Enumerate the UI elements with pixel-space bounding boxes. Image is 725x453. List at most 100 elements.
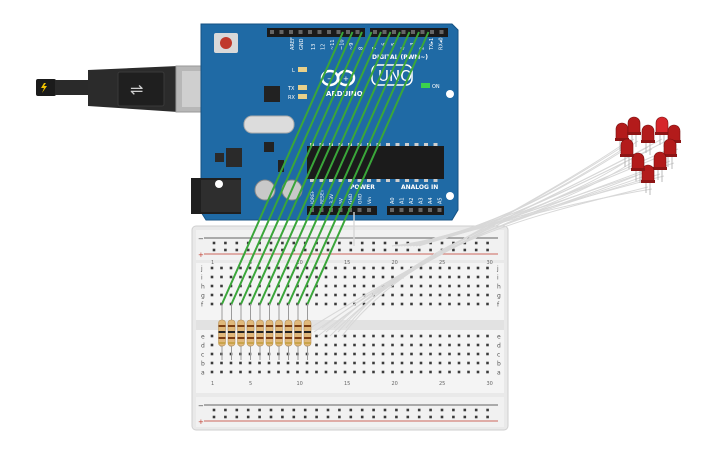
terminal-hole[interactable] [248, 370, 252, 374]
digital-pins[interactable] [270, 30, 444, 34]
rail-hole[interactable] [212, 248, 216, 252]
terminal-hole[interactable] [305, 361, 309, 365]
terminal-hole[interactable] [448, 334, 451, 338]
terminal-hole[interactable] [486, 334, 489, 338]
signal-wire[interactable] [230, 31, 354, 305]
terminal-hole[interactable] [448, 284, 451, 288]
terminal-hole[interactable] [419, 275, 423, 279]
rail-hole[interactable] [224, 408, 227, 412]
terminal-hole[interactable] [476, 370, 480, 374]
terminal-hole[interactable] [457, 352, 461, 356]
terminal-hole[interactable] [381, 370, 385, 374]
terminal-hole[interactable] [467, 343, 470, 347]
terminal-hole[interactable] [429, 302, 432, 306]
header-pin[interactable] [317, 30, 322, 34]
terminal-hole[interactable] [419, 293, 423, 297]
rail-hole[interactable] [281, 241, 284, 245]
terminal-hole[interactable] [372, 361, 375, 365]
terminal-hole[interactable] [372, 284, 375, 288]
terminal-hole[interactable] [400, 343, 404, 347]
led-body[interactable] [615, 122, 629, 140]
rail-hole[interactable] [440, 408, 444, 412]
terminal-hole[interactable] [315, 302, 318, 306]
rail-hole[interactable] [326, 248, 330, 252]
led[interactable] [655, 116, 669, 147]
rail-holes-bottom[interactable] [212, 408, 489, 419]
rail-hole[interactable] [474, 408, 478, 412]
terminal-hole[interactable] [324, 352, 328, 356]
terminal-hole[interactable] [220, 266, 223, 270]
resistor-array[interactable] [218, 304, 312, 360]
terminal-hole[interactable] [448, 370, 451, 374]
header-pin[interactable] [390, 208, 394, 212]
terminal-hole[interactable] [296, 361, 299, 365]
terminal-hole[interactable] [343, 370, 347, 374]
rail-hole[interactable] [315, 248, 318, 252]
header-pin[interactable] [411, 30, 415, 34]
terminal-hole[interactable] [334, 302, 337, 306]
terminal-hole[interactable] [467, 361, 470, 365]
terminal-hole[interactable] [410, 334, 413, 338]
terminal-hole[interactable] [220, 293, 223, 297]
terminal-hole[interactable] [467, 275, 470, 279]
rail-hole[interactable] [463, 408, 467, 412]
terminal-hole[interactable] [239, 361, 242, 365]
terminal-hole[interactable] [429, 343, 432, 347]
terminal-hole[interactable] [372, 266, 375, 270]
terminal-hole[interactable] [267, 275, 271, 279]
led-body[interactable] [663, 138, 677, 156]
rail-hole[interactable] [429, 241, 432, 245]
terminal-hole[interactable] [438, 293, 442, 297]
terminal-hole[interactable] [400, 302, 404, 306]
terminal-hole[interactable] [362, 284, 366, 288]
rail-hole[interactable] [258, 415, 261, 419]
rail-hole[interactable] [281, 415, 284, 419]
terminal-hole[interactable] [277, 275, 280, 279]
terminal-hole[interactable] [486, 293, 489, 297]
led[interactable] [627, 116, 641, 147]
rail-hole[interactable] [269, 408, 273, 412]
terminal-hole[interactable] [305, 370, 309, 374]
terminal-hole[interactable] [334, 293, 337, 297]
terminal-hole[interactable] [343, 352, 347, 356]
signal-wire[interactable] [306, 31, 430, 305]
terminal-hole[interactable] [229, 370, 233, 374]
ground-wires[interactable] [309, 138, 679, 337]
terminal-hole[interactable] [210, 370, 214, 374]
terminal-hole[interactable] [210, 343, 214, 347]
led[interactable] [653, 151, 667, 182]
terminal-hole[interactable] [324, 343, 328, 347]
terminal-hole[interactable] [429, 361, 432, 365]
terminal-hole[interactable] [324, 266, 328, 270]
rail-hole[interactable] [383, 408, 387, 412]
terminal-hole[interactable] [419, 334, 423, 338]
terminal-hole[interactable] [372, 370, 375, 374]
led[interactable] [641, 124, 655, 155]
rail-hole[interactable] [360, 408, 364, 412]
terminal-hole[interactable] [419, 370, 423, 374]
terminal-hole[interactable] [353, 293, 356, 297]
terminal-hole[interactable] [467, 293, 470, 297]
signal-wires[interactable] [221, 31, 430, 305]
terminal-hole[interactable] [229, 266, 233, 270]
signal-wire[interactable] [268, 31, 392, 305]
led-wire[interactable] [313, 138, 635, 333]
terminal-hole[interactable] [229, 275, 233, 279]
terminal-hole[interactable] [210, 293, 214, 297]
terminal-hole[interactable] [391, 302, 394, 306]
rail-hole[interactable] [463, 415, 467, 419]
terminal-hole[interactable] [400, 361, 404, 365]
terminal-hole[interactable] [467, 302, 470, 306]
led-body[interactable] [655, 116, 669, 134]
rail-hole[interactable] [303, 408, 307, 412]
rail-hole[interactable] [372, 415, 375, 419]
terminal-hole[interactable] [400, 293, 404, 297]
rail-hole[interactable] [269, 415, 273, 419]
rail-hole[interactable] [395, 241, 398, 245]
terminal-hole[interactable] [248, 293, 252, 297]
terminal-hole[interactable] [372, 352, 375, 356]
terminal-hole[interactable] [381, 352, 385, 356]
rail-hole[interactable] [406, 415, 410, 419]
rail-hole[interactable] [292, 241, 296, 245]
led-body[interactable] [620, 138, 634, 156]
